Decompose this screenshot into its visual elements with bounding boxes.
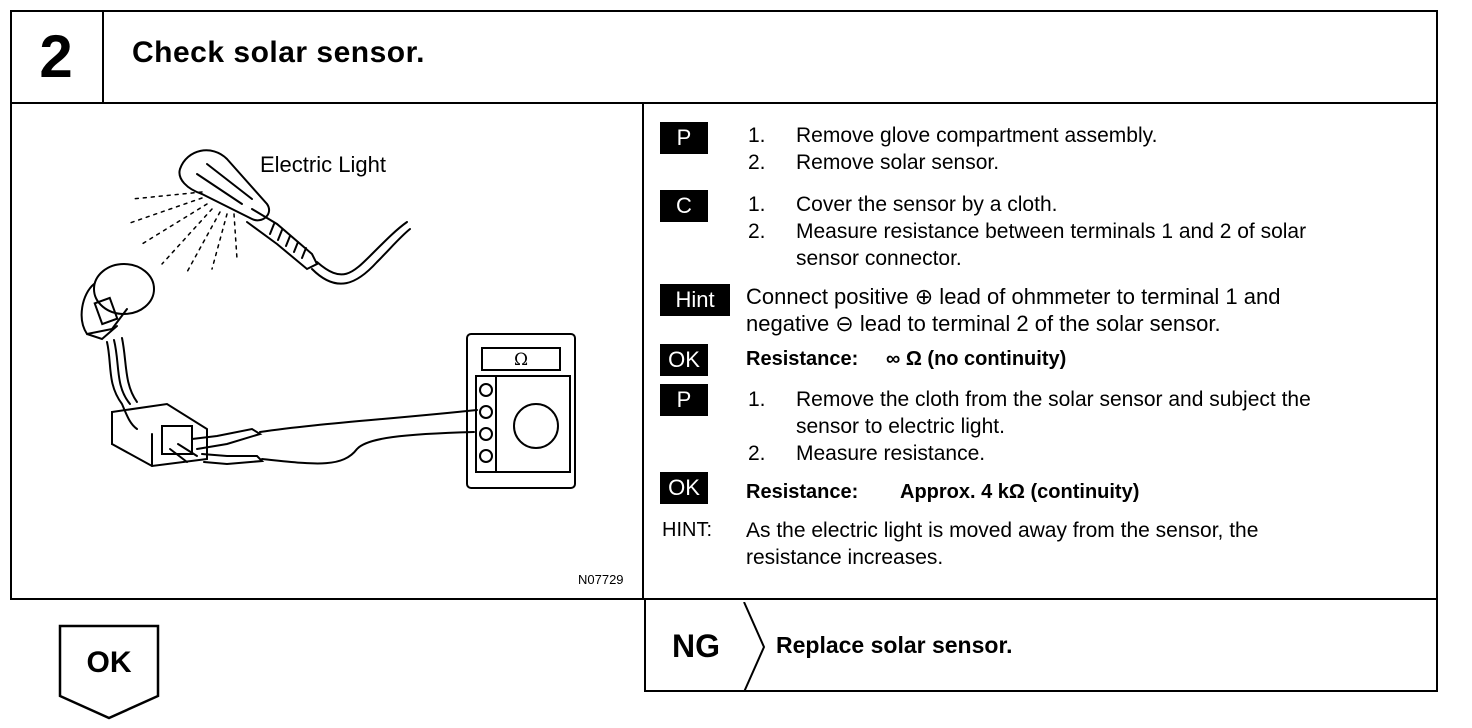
hint-text: Connect positive ⊕ lead of ohmmeter to t… [746, 284, 1281, 309]
resistance-value: Approx. 4 kΩ (continuity) [900, 481, 1140, 503]
ok-badge: OK [660, 472, 708, 504]
ok-arrow-icon: OK [58, 624, 160, 720]
instruction-text: Measure resistance. [796, 442, 986, 465]
solar-sensor-icon [80, 263, 155, 430]
chevron-right-icon [743, 602, 766, 692]
ng-action: Replace solar sensor. [776, 632, 1013, 658]
light-rays-icon [126, 191, 238, 273]
instruction-text: Measure resistance between terminals 1 a… [796, 220, 1307, 243]
hint-badge: Hint [660, 284, 730, 316]
step-index: 1. [748, 124, 766, 147]
resistance-value: ∞ Ω (no continuity) [886, 348, 1067, 370]
ohmmeter-probes-icon [191, 409, 478, 466]
step-title: Check solar sensor. [132, 36, 425, 69]
hint-text: resistance increases. [746, 546, 944, 569]
instruction-text: sensor connector. [796, 247, 962, 270]
hint-label: HINT: [662, 519, 712, 541]
column-divider [642, 102, 644, 600]
step-number: 2 [10, 10, 104, 102]
step-index: 2. [748, 151, 766, 174]
ok-label: OK [87, 646, 132, 679]
step-index: 1. [748, 388, 766, 411]
electric-light-icon [178, 149, 411, 285]
step-index: 1. [748, 193, 766, 216]
instruction-text: Remove solar sensor. [796, 151, 1000, 174]
ng-box [644, 600, 1438, 692]
prep-badge: P [660, 384, 708, 416]
resistance-label: Resistance: [746, 481, 859, 503]
ok-badge: OK [660, 344, 708, 376]
hint-text: negative ⊖ lead to terminal 2 of the sol… [746, 311, 1221, 336]
check-badge: C [660, 190, 708, 222]
ohm-symbol: Ω [514, 350, 528, 370]
instruction-text: Remove glove compartment assembly. [796, 124, 1158, 147]
sensor-illustration: Ω [80, 149, 576, 489]
procedure-box [10, 102, 1438, 600]
step-header [10, 10, 1438, 102]
step-index: 2. [748, 442, 766, 465]
resistance-label: Resistance: [746, 348, 859, 370]
electric-light-label: Electric Light [260, 152, 386, 177]
instruction-text: Cover the sensor by a cloth. [796, 193, 1058, 216]
hint-text: As the electric light is moved away from… [746, 519, 1259, 542]
step-index: 2. [748, 220, 766, 243]
instruction-text: sensor to electric light. [796, 415, 1005, 438]
instruction-text: Remove the cloth from the solar sensor a… [796, 388, 1311, 411]
ng-label: NG [672, 628, 720, 664]
figure-code: N07729 [578, 572, 624, 587]
ohmmeter-icon [466, 333, 576, 489]
prep-badge: P [660, 122, 708, 154]
